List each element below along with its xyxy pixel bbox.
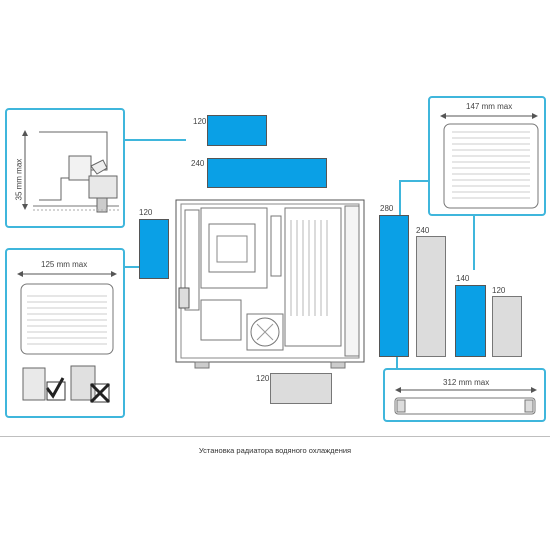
figure-caption: Установка радиатора водяного охлаждения: [198, 446, 352, 455]
radiator-top-120: [207, 115, 267, 146]
label-top-120: 120: [193, 117, 207, 126]
fan-clearance-drawing: [22, 130, 119, 213]
radiator-front-120: [492, 296, 522, 357]
case-drawing: [175, 199, 365, 369]
radiator-left-120: [139, 219, 169, 279]
radiator-top-240: [207, 158, 327, 188]
dim-125-label: 125 mm max: [41, 260, 88, 269]
label-r280: 280: [380, 204, 394, 213]
dim-312-label: 312 mm max: [443, 378, 490, 387]
connector-right3-v: [396, 355, 398, 371]
gpu-drawing: [394, 387, 537, 415]
connector-topleft: [124, 139, 186, 141]
cpu-cooler-drawing: [17, 271, 117, 404]
dim-35-label: 35 mm max: [14, 158, 24, 201]
dim-147-label: 147 mm max: [466, 102, 513, 111]
clearance-35mm-panel: 35 mm max: [5, 108, 125, 228]
connector-right2-v: [473, 214, 475, 270]
clearance-312mm-panel: 312 mm max: [383, 368, 546, 422]
clearance-147mm-panel: 147 mm max: [428, 96, 546, 216]
radiator-front-240: [416, 236, 446, 357]
radiator-front-140: [455, 285, 486, 357]
connector-left: [124, 266, 140, 268]
label-top-240: 240: [191, 159, 205, 168]
connector-right-h: [399, 180, 429, 182]
label-r120: 120: [492, 286, 506, 295]
label-bottom-120: 120: [256, 374, 270, 383]
label-left-120: 120: [139, 208, 153, 217]
label-r140: 140: [456, 274, 470, 283]
clearance-125mm-panel: 125 mm max: [5, 248, 125, 418]
psu-drawing: [440, 113, 539, 209]
connector-right-v: [399, 180, 401, 216]
caption-divider: [0, 436, 550, 437]
label-r240: 240: [416, 226, 430, 235]
radiator-bottom-120: [270, 373, 332, 404]
radiator-front-280: [379, 215, 409, 357]
